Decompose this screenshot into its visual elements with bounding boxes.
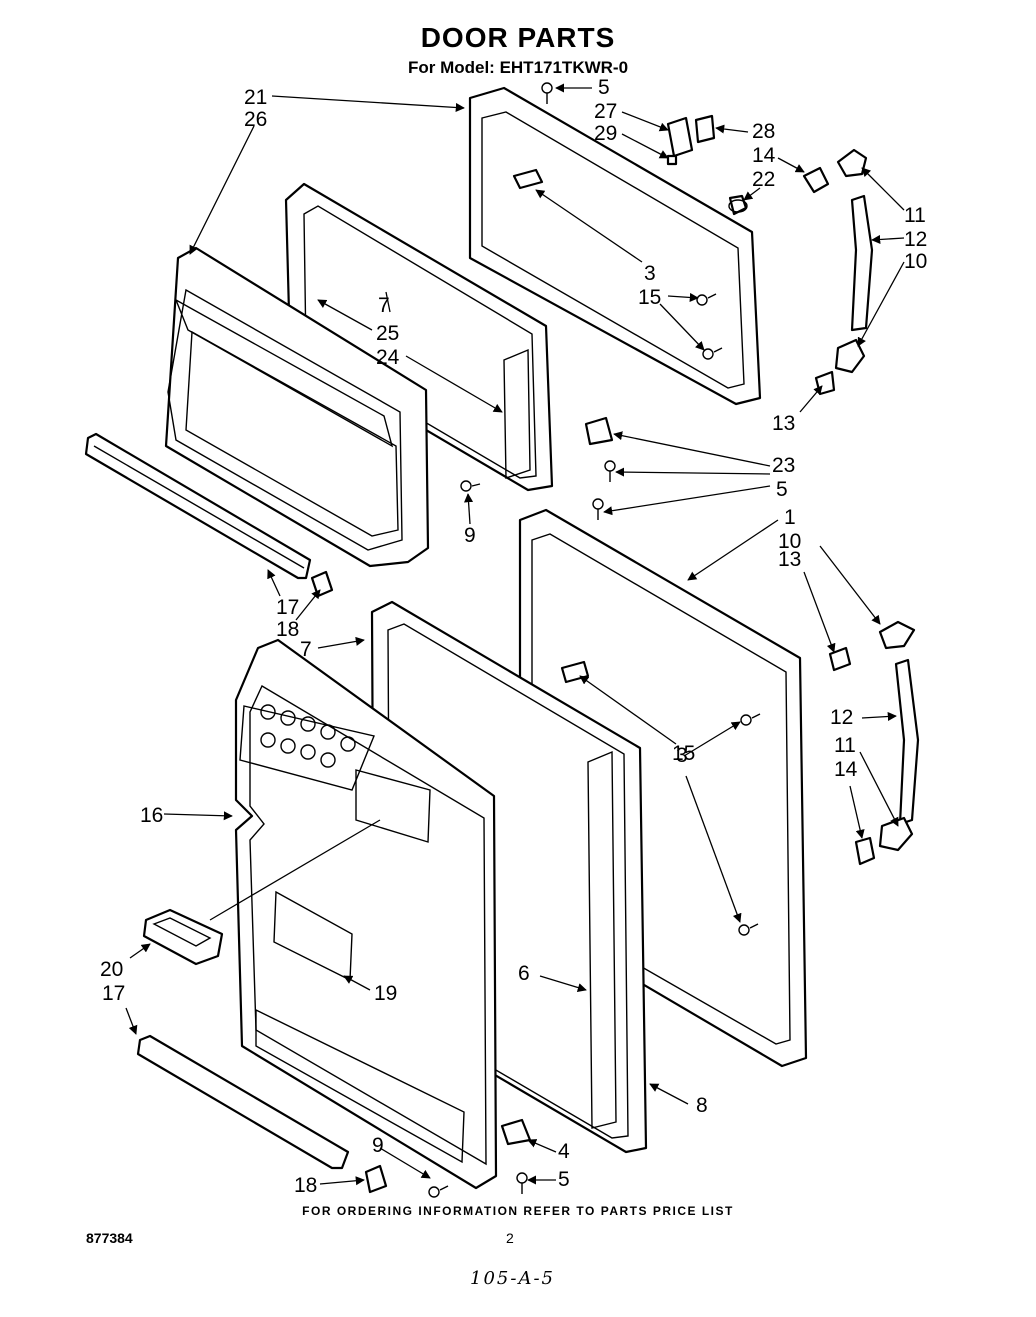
callout: 9: [464, 524, 476, 547]
callout: 24: [376, 346, 400, 369]
callout: 7: [378, 294, 390, 317]
callout: 19: [374, 982, 397, 1005]
callout: 26: [244, 108, 267, 131]
callout: 1: [784, 506, 796, 529]
callout: 3: [676, 744, 688, 767]
model-subtitle: For Model: EHT171TKWR-0: [407, 58, 629, 77]
callout: 6: [518, 962, 530, 985]
callout: 10: [778, 530, 801, 553]
callout: 17: [276, 596, 299, 619]
callout: 25: [376, 322, 399, 345]
callout-labels: 21 26 5 27 29 28 14 22 11 12 10 3 15 13 …: [100, 76, 927, 1197]
callout: 13: [772, 412, 795, 435]
callout: 12: [904, 228, 927, 251]
callout: 5: [776, 478, 788, 501]
fresh-food-door-liner: [234, 638, 498, 1190]
page-number: 2: [506, 1230, 514, 1246]
callout: 4: [558, 1140, 570, 1163]
leader-lines: [125, 83, 905, 1186]
callout: 17: [102, 982, 125, 1005]
callout: 27: [594, 100, 617, 123]
callout: 16: [140, 804, 163, 827]
callout: 20: [100, 958, 123, 981]
callout: 14: [752, 144, 776, 167]
ordering-note: FOR ORDERING INFORMATION REFER TO PARTS …: [302, 1204, 734, 1218]
callout: 9: [372, 1134, 384, 1157]
callout: 22: [752, 168, 775, 191]
callout: 3: [644, 262, 656, 285]
callout: 14: [834, 758, 858, 781]
hardware-parts: [310, 82, 761, 1198]
callout: 15: [638, 286, 661, 309]
callout: 21: [244, 86, 267, 109]
fresh-food-shelf-bar: [136, 1034, 350, 1170]
callout: 7: [300, 638, 312, 661]
callout: 15: [672, 742, 695, 765]
callout: 28: [752, 120, 775, 143]
diagram-number: 877384: [86, 1230, 133, 1246]
callout: 8: [696, 1094, 708, 1117]
dairy-door: [142, 908, 224, 966]
callout: 23: [772, 454, 795, 477]
freezer-door-outer-panel: [468, 86, 762, 406]
callout: 10: [904, 250, 927, 273]
callout: 11: [904, 204, 926, 227]
fresh-food-handle: [828, 620, 920, 866]
handwritten-note: 105-A-5: [470, 1268, 555, 1289]
callout: 5: [558, 1168, 570, 1191]
callout: 18: [294, 1174, 317, 1197]
freezer-door-liner: [164, 246, 430, 568]
callout: 13: [778, 548, 801, 571]
freezer-handle: [728, 148, 874, 396]
callout: 18: [276, 618, 299, 641]
callout: 5: [598, 76, 610, 99]
callout: 29: [594, 122, 617, 145]
callout: 12: [830, 706, 853, 729]
page-title: DOOR PARTS: [420, 22, 616, 53]
freezer-shelf-bar: [84, 432, 312, 580]
callout: 11: [834, 734, 856, 757]
